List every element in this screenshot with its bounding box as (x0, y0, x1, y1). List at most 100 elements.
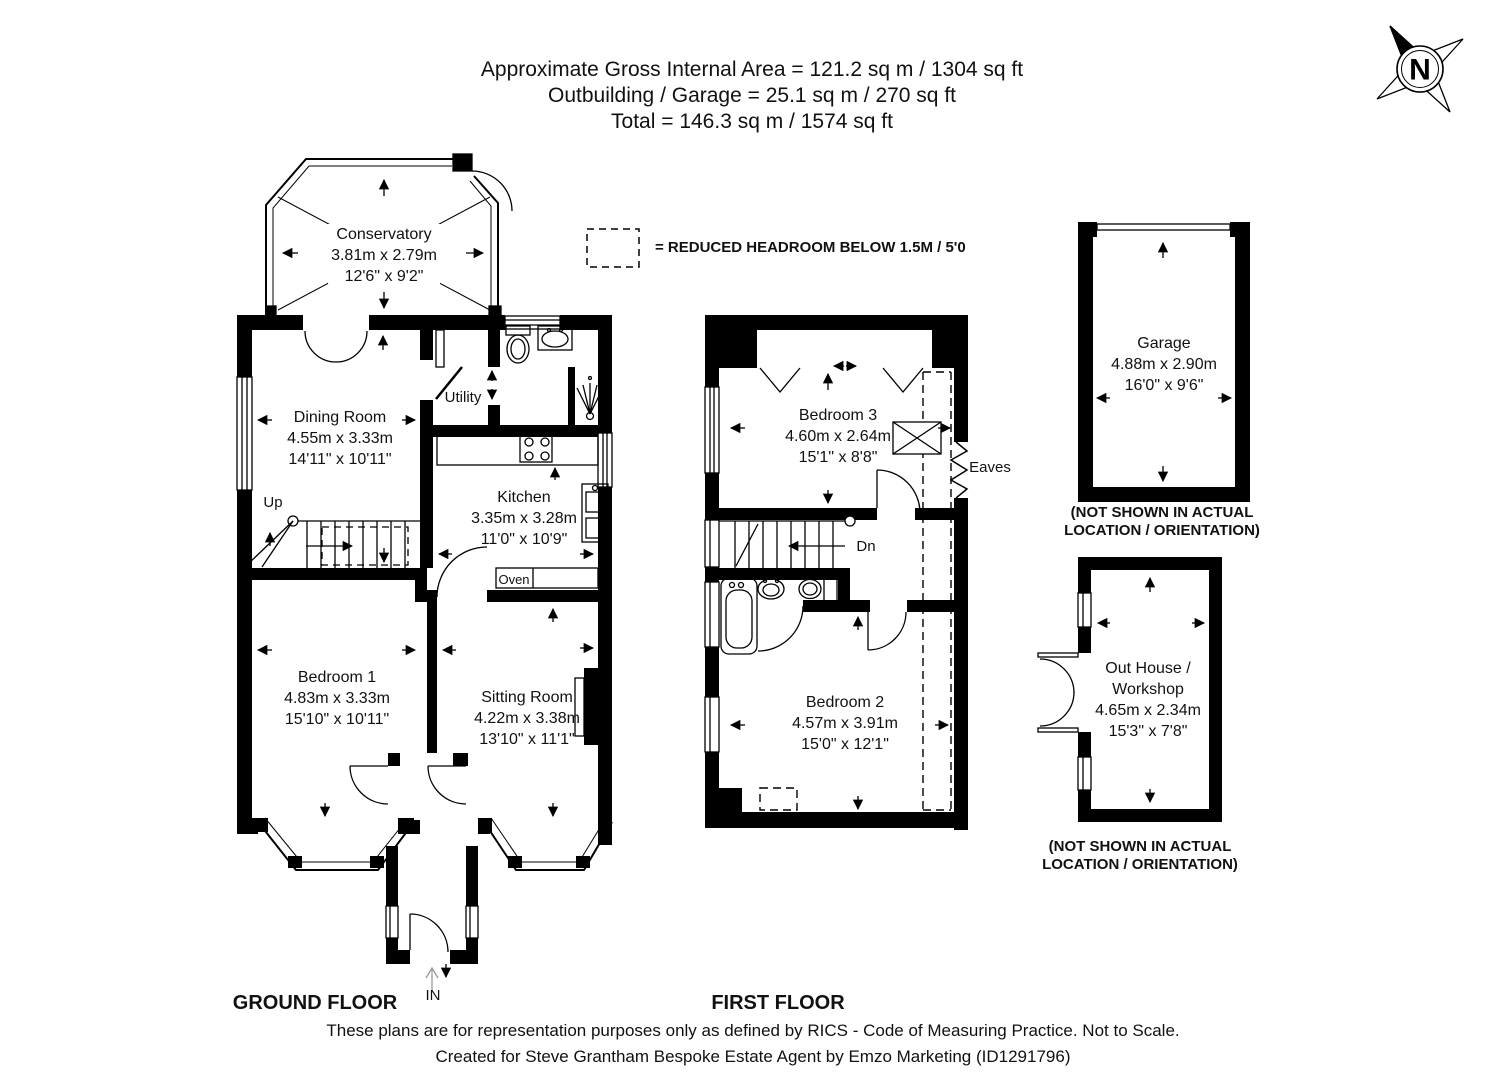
room-label-kitchen: Kitchen 3.35m x 3.28m 11'0" x 10'9" (468, 487, 580, 550)
room-label-sitting: Sitting Room 4.22m x 3.38m 13'10" x 11'1… (471, 687, 583, 750)
eaves-label: Eaves (969, 459, 1011, 476)
ground-floor-walls (237, 315, 612, 964)
bedroom2-door-arc (867, 611, 907, 651)
note-line: (NOT SHOWN IN ACTUAL (1070, 504, 1254, 521)
utility-counter (435, 329, 445, 368)
garage-walls (1078, 222, 1250, 502)
ground-floor-plan (236, 153, 613, 990)
kitchen-fixtures (436, 430, 609, 589)
ground-floor-arrows (256, 178, 595, 818)
room-name: Bedroom 3 (798, 407, 878, 424)
basin-icon (757, 578, 785, 600)
room-label-bedroom3: Bedroom 3 4.60m x 2.64m 15'1" x 8'8" (782, 405, 894, 468)
outhouse-windows (1077, 592, 1092, 791)
eaves-zigzag (949, 441, 969, 499)
room-label-bedroom1: Bedroom 1 4.83m x 3.33m 15'10" x 10'11" (281, 667, 393, 730)
room-metric: 3.35m x 3.28m (471, 510, 577, 527)
conservatory-door-arc (471, 170, 513, 212)
kitchen-counter (436, 430, 599, 466)
oven-label: Oven (498, 572, 530, 587)
wc-fixtures (435, 325, 604, 421)
bathroom-fixtures (720, 576, 838, 655)
room-label-conservatory: Conservatory 3.81m x 2.79m 12'6" x 9'2" (328, 224, 440, 287)
room-name: Garage (1137, 335, 1191, 352)
room-imperial: 15'3" x 7'8" (1108, 723, 1188, 740)
room-label-outhouse: Out House / Workshop 4.65m x 2.34m 15'3"… (1092, 658, 1204, 742)
footer-disclaimer: These plans are for representation purpo… (326, 1021, 1180, 1040)
room-imperial: 15'1" x 8'8" (798, 449, 878, 466)
stairs-down (719, 515, 856, 568)
first-floor-plan (704, 315, 969, 830)
room-metric: 4.65m x 2.34m (1095, 702, 1201, 719)
note-line: (NOT SHOWN IN ACTUAL (1048, 838, 1232, 855)
legend-dashed-box (586, 228, 640, 268)
room-name: Sitting Room (481, 689, 573, 706)
room-imperial: 15'0" x 12'1" (801, 736, 889, 753)
ground-floor-doors (304, 330, 488, 953)
room-imperial: 14'11" x 10'11" (288, 451, 392, 468)
outhouse-double-doors (1037, 652, 1079, 733)
first-floor-windows (704, 386, 720, 753)
bath-icon (720, 577, 758, 655)
header-outbuilding: Outbuilding / Garage = 25.1 sq m / 270 s… (548, 84, 956, 107)
front-door-arc (409, 913, 449, 953)
bathroom-door-arc (757, 605, 804, 652)
room-metric: 3.81m x 2.79m (331, 247, 437, 264)
dormer-marks (759, 360, 924, 394)
room-imperial: 16'0" x 9'6" (1124, 377, 1204, 394)
first-floor-title: FIRST FLOOR (711, 992, 845, 1014)
room-imperial: 13'10" x 11'1" (479, 731, 575, 748)
fireplace (574, 677, 585, 737)
room-imperial: 11'0" x 10'9" (480, 531, 568, 548)
room-imperial: 15'10" x 10'11" (284, 711, 390, 728)
bay-window-sitting (478, 817, 613, 871)
room-metric: 4.83m x 3.33m (284, 690, 390, 707)
first-floor-doors (757, 469, 921, 652)
kitchen-sink-icon (581, 483, 609, 543)
bedroom3-door-arc (876, 469, 921, 514)
entrance-arrow (425, 964, 452, 990)
note-line: LOCATION / ORIENTATION) (1064, 522, 1260, 539)
room-metric: 4.55m x 3.33m (287, 430, 393, 447)
outhouse-plan (1037, 557, 1222, 822)
header-total: Total = 146.3 sq m / 1574 sq ft (611, 110, 893, 133)
room-name: Bedroom 1 (297, 669, 377, 686)
room-label-dining: Dining Room 4.55m x 3.33m 14'11" x 10'11… (284, 407, 396, 470)
kitchen-door-arc (436, 546, 488, 598)
room-label-garage: Garage 4.88m x 2.90m 16'0" x 9'6" (1108, 333, 1220, 396)
outhouse-arrows (1096, 576, 1206, 804)
shower-icon (576, 375, 604, 421)
utility-door-leaf (435, 366, 463, 400)
room-label-bedroom2: Bedroom 2 4.57m x 3.91m 15'0" x 12'1" (789, 692, 901, 755)
room-name: Bedroom 2 (805, 694, 885, 711)
room-imperial: 12'6" x 9'2" (344, 268, 424, 285)
toilet-icon-ff (798, 576, 838, 602)
footer-credit: Created for Steve Grantham Bespoke Estat… (435, 1047, 1071, 1066)
room-name: Out House / (1105, 660, 1191, 677)
note-line: LOCATION / ORIENTATION) (1042, 856, 1238, 873)
garage-door (1096, 223, 1231, 231)
room-metric: 4.88m x 2.90m (1111, 356, 1217, 373)
garage-arrows (1095, 241, 1233, 483)
outhouse-walls (1078, 557, 1222, 822)
garage-plan (1078, 222, 1250, 502)
room-label-utility: Utility (444, 389, 482, 406)
first-floor-arrows (729, 372, 952, 811)
legend-label: = REDUCED HEADROOM BELOW 1.5M / 5'0 (655, 239, 966, 256)
entrance-label: IN (425, 987, 441, 1004)
room-metric: 4.22m x 3.38m (474, 710, 580, 727)
compass-icon: N (1376, 25, 1464, 113)
room-name: Dining Room (293, 409, 387, 426)
header-gross-area: Approximate Gross Internal Area = 121.2 … (480, 58, 1024, 81)
sink-icon (537, 325, 573, 351)
hob-icon (519, 432, 553, 463)
garage-note: (NOT SHOWN IN ACTUAL LOCATION / ORIENTAT… (1064, 504, 1260, 540)
header-area: Approximate Gross Internal Area = 121.2 … (481, 57, 1023, 135)
stairs-up (246, 515, 420, 568)
room-metric: 4.60m x 2.64m (785, 428, 891, 445)
room-name: Workshop (1112, 681, 1184, 698)
crossed-box (892, 421, 942, 455)
stairs-up-label: Up (263, 494, 283, 511)
